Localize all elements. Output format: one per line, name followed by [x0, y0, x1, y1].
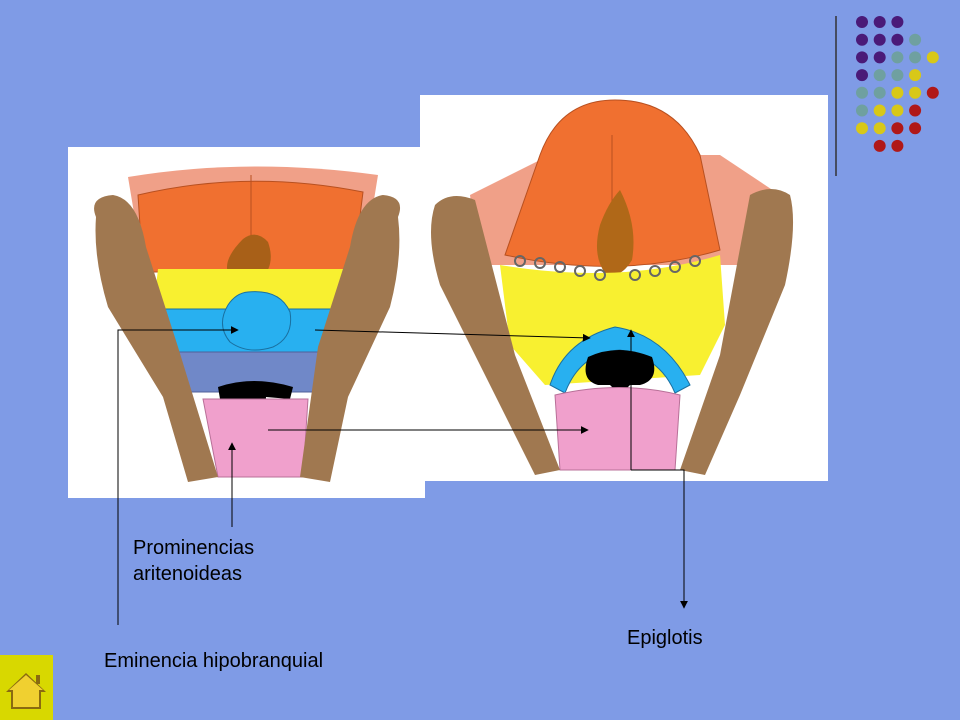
brown-foramen-right: [596, 190, 634, 275]
epiglotis-down-arrow: [631, 469, 688, 609]
yellow-band-left: [153, 269, 348, 312]
cyan-center-blob-left: [222, 291, 292, 351]
label-prominencias-aritenoideas: Prominencias aritenoideas: [133, 537, 255, 585]
later-pharynx-floor-figure: [420, 95, 828, 481]
pink-region-right: [554, 387, 681, 471]
papillae-row: [514, 255, 701, 281]
home-button[interactable]: [0, 655, 53, 720]
eminencia-leader: [117, 326, 239, 625]
brown-side-right: [300, 195, 401, 482]
brown-side-right-right-panel: [680, 189, 794, 475]
yellow-region-right: [500, 255, 725, 385]
glottis-opening-right: [585, 350, 655, 395]
house-icon: [6, 673, 46, 709]
early-pharynx-drawing: [94, 166, 401, 482]
label-eminencia-hipobranquial: Eminencia hipobranquial: [104, 650, 324, 672]
cyan-correspondence-arrow: [314, 329, 591, 342]
later-pharynx-drawing: [431, 99, 794, 475]
brown-side-left: [94, 195, 218, 482]
early-pharynx-floor-figure: [68, 147, 425, 498]
label-epiglotis: Epiglotis: [627, 627, 703, 649]
